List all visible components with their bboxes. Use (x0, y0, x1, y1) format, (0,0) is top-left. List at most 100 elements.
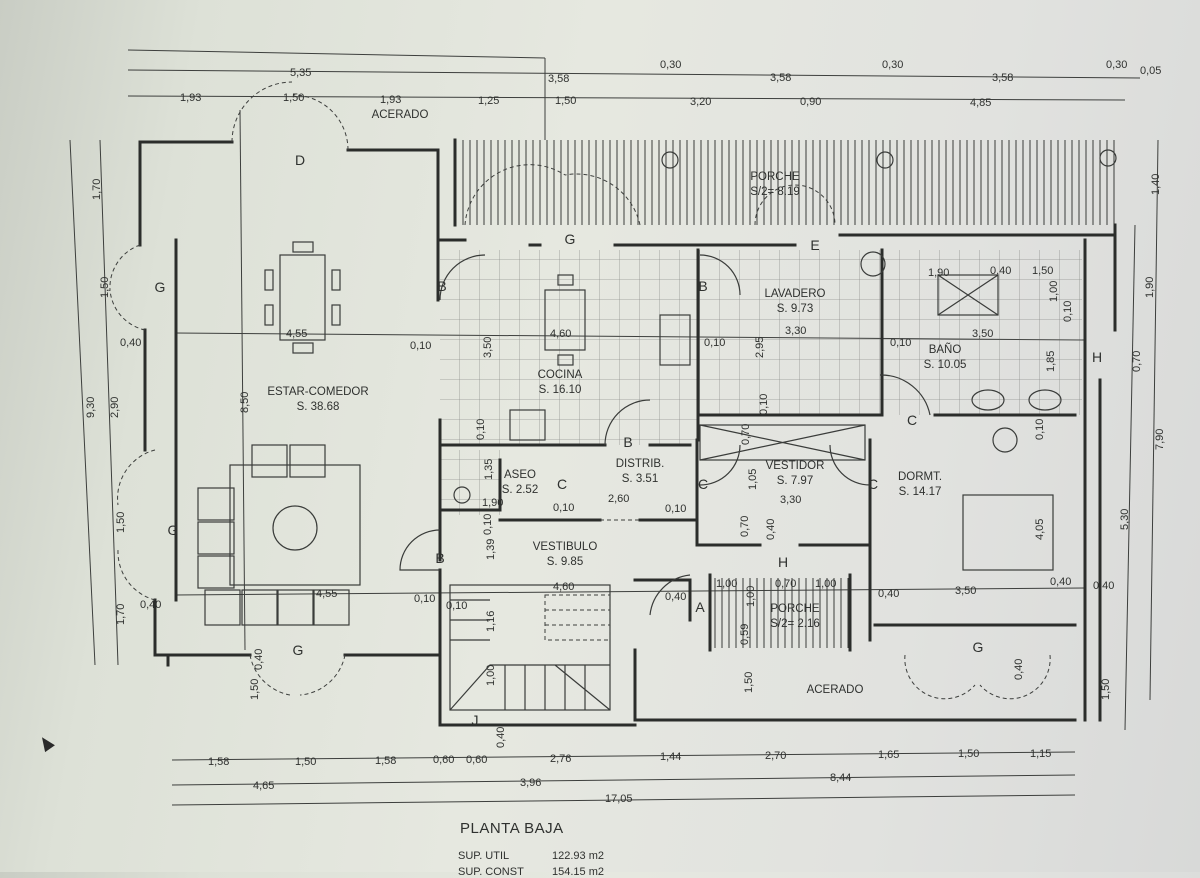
dimension-label: 0,10 (758, 394, 770, 415)
dimension-label: 0,40 (1093, 580, 1114, 592)
dimension-label: 1,44 (660, 751, 681, 763)
dimension-label: 1,50 (249, 679, 261, 700)
door-mark: C (907, 412, 917, 428)
door-mark: G (155, 279, 166, 295)
door-mark: E (810, 237, 819, 253)
dimension-label: 17,05 (605, 793, 633, 805)
dimension-label: 1,58 (208, 756, 229, 768)
dimension-label: 0,70 (740, 424, 752, 445)
dimension-label: 1,00 (1048, 281, 1060, 302)
dimension-label: 0,10 (482, 514, 494, 535)
useful-area-label: SUP. UTIL (458, 850, 510, 862)
built-area-label: SUP. CONST (458, 866, 524, 878)
dimension-label: 1,93 (380, 94, 401, 106)
dimension-label: 1,58 (375, 755, 396, 767)
dimension-label: 4,05 (1034, 519, 1046, 540)
kitchen-tiles (440, 250, 698, 445)
dimension-label: 1,25 (478, 95, 499, 107)
dimension-label: 0,05 (1140, 65, 1161, 77)
room-name: DISTRIB. (616, 458, 665, 470)
dimension-label: 2,95 (754, 337, 766, 358)
dimension-label: 1,00 (485, 665, 497, 686)
room-name: PORCHE (770, 603, 820, 615)
dimension-label: 1,93 (180, 92, 201, 104)
door-mark: H (1092, 349, 1102, 365)
dimension-label: 0,40 (140, 599, 161, 611)
dimension-label: 0,60 (433, 754, 454, 766)
dimension-label: 0,40 (665, 591, 686, 603)
dimension-label: 1,50 (958, 748, 979, 760)
dimension-label: 1,16 (485, 611, 497, 632)
dimension-label: 1,00 (815, 578, 836, 590)
room-name: VESTIBULO (533, 541, 598, 553)
dimension-label: 0,10 (553, 502, 574, 514)
dimension-label: 3,30 (785, 325, 806, 337)
dimension-label: 1,70 (91, 179, 103, 200)
dimension-label: 0,10 (475, 419, 487, 440)
dimension-label: 7,90 (1154, 429, 1166, 450)
room-area: S. 16.10 (539, 384, 582, 396)
dimension-label: 5,35 (290, 67, 311, 79)
useful-area-row: SUP. UTIL 122.93 m2 (458, 850, 604, 862)
furniture (197, 149, 1117, 626)
dimension-label: 0,10 (890, 337, 911, 349)
dimension-label: 4,60 (550, 328, 571, 340)
stairs (449, 584, 611, 711)
dimension-label: 1,50 (99, 277, 111, 298)
dimension-label: 0,40 (1013, 659, 1025, 680)
dimension-label: 1,00 (745, 586, 757, 607)
dimension-label: 0,70 (1131, 351, 1143, 372)
dimension-label: 0,10 (410, 340, 431, 352)
room-name: LAVADERO (765, 288, 826, 300)
built-area-value: 154.15 m2 (552, 866, 604, 878)
dimension-label: 0,10 (446, 600, 467, 612)
room-name: ESTAR-COMEDOR (267, 386, 368, 398)
room-area: S/2= 8.19 (750, 186, 800, 198)
door-mark: D (295, 152, 305, 168)
front-porch-hatching (712, 578, 850, 648)
door-mark: A (695, 599, 705, 615)
door-mark: G (293, 642, 304, 658)
dimension-label: 1,00 (716, 578, 737, 590)
dimension-label: 0,30 (882, 59, 903, 71)
dimension-label: 1,35 (483, 459, 495, 480)
dimension-label: 0,40 (990, 265, 1011, 277)
dimension-label: 4,60 (553, 581, 574, 593)
dimension-label: 3,20 (690, 96, 711, 108)
dimension-label: 2,60 (608, 493, 629, 505)
dimension-label: 4,55 (286, 328, 307, 340)
room-name: PORCHE (750, 171, 800, 183)
door-mark: G (973, 639, 984, 655)
dimension-label: 1,50 (1032, 265, 1053, 277)
useful-area-value: 122.93 m2 (552, 850, 604, 862)
dimension-label: 2,70 (765, 750, 786, 762)
room-name: VESTIDOR (766, 460, 825, 472)
door-mark: B (437, 278, 446, 294)
room-area: S. 14.17 (899, 486, 942, 498)
dimension-label: 3,50 (955, 585, 976, 597)
dimension-label: 3,50 (972, 328, 993, 340)
dimension-label: 3,30 (780, 494, 801, 506)
dimension-label: 1,05 (747, 469, 759, 490)
door-mark: C (868, 476, 878, 492)
plan-title: PLANTA BAJA (460, 820, 564, 837)
room-area: S. 7.97 (777, 475, 813, 487)
door-mark: G (565, 231, 576, 247)
room-area: S. 9.73 (777, 303, 813, 315)
dimension-label: 4,55 (316, 588, 337, 600)
dimension-label: 0,40 (765, 519, 777, 540)
dimension-label: 2,76 (550, 753, 571, 765)
dimension-label: 1,90 (482, 497, 503, 509)
paving-label: ACERADO (372, 109, 429, 121)
dimension-label: 3,58 (992, 72, 1013, 84)
dimension-label: 3,58 (770, 72, 791, 84)
room-name: ASEO (504, 469, 536, 481)
door-mark: B (698, 278, 707, 294)
porch-hatching (455, 140, 1115, 225)
dimension-label: 0,10 (1062, 301, 1074, 322)
door-mark: B (623, 434, 632, 450)
door-swings (109, 81, 1051, 700)
door-mark: J (472, 712, 479, 728)
